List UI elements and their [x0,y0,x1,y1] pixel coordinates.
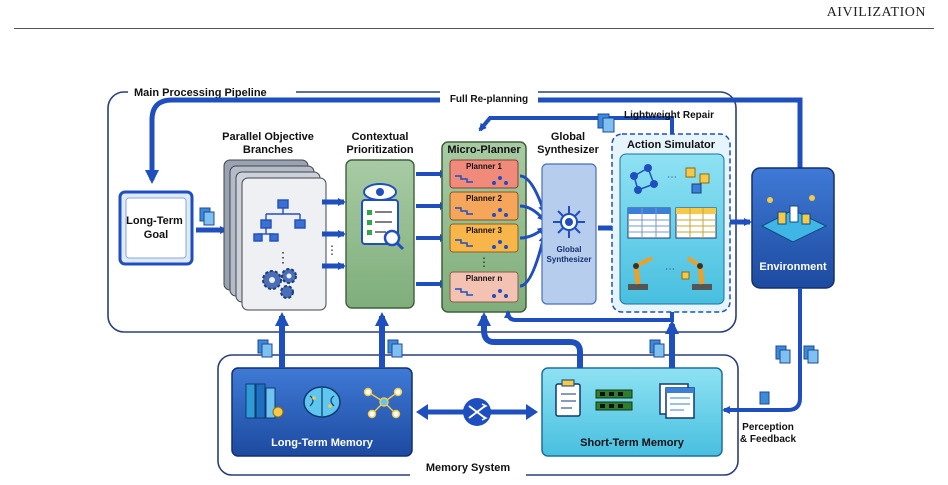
environment-label: Environment [759,261,827,273]
action-simulator-title: Action Simulator [627,139,716,151]
branches-to-prioritization-arrows [322,198,346,270]
planner-ellipsis: ⋮ [478,255,490,269]
pipeline-title: Main Processing Pipeline [134,87,267,99]
simulator-to-planner-repair-arrow [504,310,674,322]
perception-feedback-arrow [722,288,802,414]
hub-icon [553,206,585,238]
clipboard-icon [555,379,581,417]
long-term-goal-line-2: Goal [144,229,168,241]
tree-icon [253,199,306,242]
planner-2: Planner 2 [449,191,519,221]
city-icon [760,195,828,243]
action-simulator-node: Action Simulator ⋯ [611,133,731,313]
micro-planner-node: Micro-Planner Planner 1 Planner 2 Planne… [441,141,527,313]
robot-arm-icon: ⋯ [628,256,712,290]
long-term-goal-label: Long-Term Goal [126,215,186,241]
header-rule [14,28,934,29]
contextual-prioritization-node [345,159,415,309]
graph-cubes-icon: ⋯ [630,164,710,194]
memory-system-label: Memory System [426,462,511,474]
document-icon [759,345,819,405]
document-icon [597,113,615,133]
planner-label: Planner 1 [466,162,503,171]
branches-ellipsis: ⋮ [276,249,290,265]
long-term-goal-node: Long-Term Goal [118,190,194,266]
gears-icon [262,268,297,299]
long-term-goal-line-1: Long-Term [126,215,183,227]
memory-to-pipeline-arrows [275,312,679,368]
lightweight-repair-arrow [478,116,674,142]
svg-text:⋯: ⋯ [667,172,677,183]
environment-node: Environment [751,167,835,289]
memory-exchange-arrow [416,398,538,426]
svg-text:⋮: ⋮ [326,243,338,257]
brain-icon [303,386,341,418]
planner-1: Planner 1 [449,159,519,189]
document-icon [199,207,215,226]
short-term-memory-label: Short-Term Memory [580,437,685,449]
main-pipeline-container [107,91,737,333]
perception-feedback-label: Perception& Feedback [740,422,797,445]
planner-label: Planner 2 [466,194,503,203]
page-header-title: AIVILIZATION [826,5,926,20]
long-term-memory-node: Long-Term Memory [231,367,413,457]
long-term-memory-label: Long-Term Memory [271,437,374,449]
planner-label: Planner 3 [466,226,503,235]
checklist-eye-icon [361,183,405,251]
planner-n: Planner n [449,271,519,303]
books-icon [245,383,284,419]
ram-chips-icon [595,389,633,411]
spreadsheet-icon [627,207,717,239]
document-icon [257,339,665,358]
svg-text:⋯: ⋯ [665,264,675,275]
full-replanning-label: Full Re-planning [450,94,528,105]
network-icon [363,387,403,419]
micro-planner-title: Micro-Planner [447,144,521,156]
short-term-memory-node: Short-Term Memory [541,367,723,457]
full-replanning-arrow [145,97,803,184]
planner-label: Planner n [466,274,503,283]
prioritization-to-planners-arrows [416,170,448,288]
windows-icon [659,383,695,419]
planner-3: Planner 3 [449,223,519,253]
lightweight-repair-label: Lightweight Repair [624,110,714,121]
parallel-branches-stack: ⋮ [223,159,327,311]
